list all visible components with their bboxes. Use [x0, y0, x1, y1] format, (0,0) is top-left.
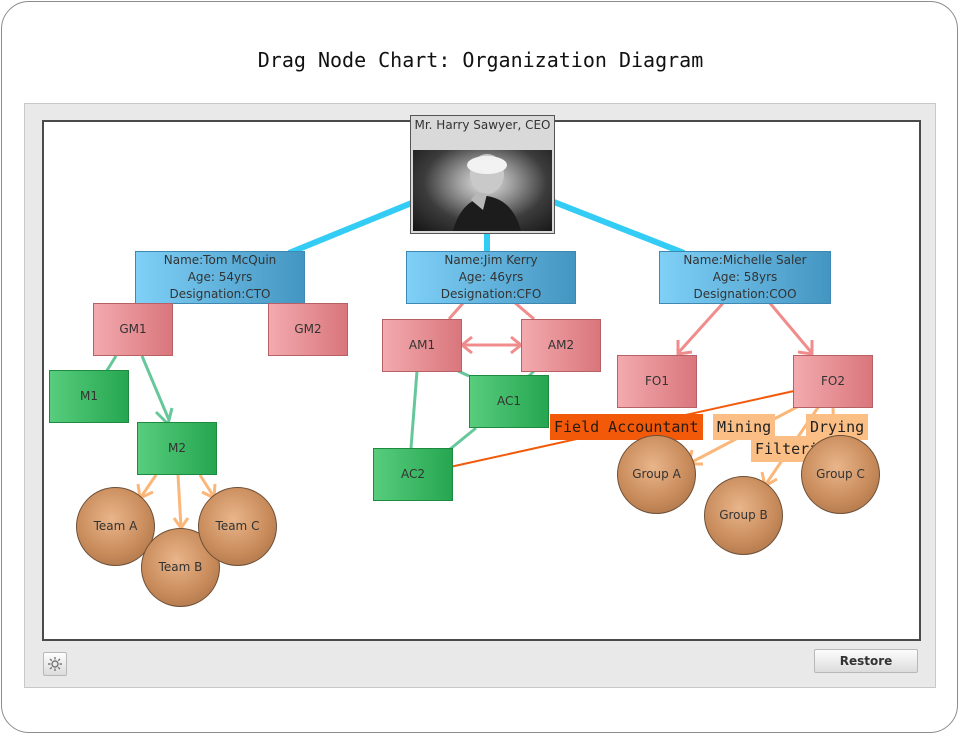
node-gm2[interactable]: GM2	[268, 303, 348, 356]
arrow-fo1	[676, 340, 693, 356]
exec-age: Age: 46yrs	[458, 270, 524, 284]
exec-age: Age: 58yrs	[712, 270, 778, 284]
link-cfo-am1	[447, 301, 466, 320]
link-m2-team-c	[198, 474, 216, 498]
arrow-fo2	[797, 340, 814, 356]
exec-name: Name:Michelle Saler	[683, 253, 807, 267]
node-m2[interactable]: M2	[137, 422, 217, 475]
node-m1[interactable]: M1	[49, 370, 129, 423]
ceo-node[interactable]: Mr. Harry Sawyer, CEO	[410, 115, 555, 234]
link-gm1-m2	[140, 355, 171, 421]
restore-button[interactable]: Restore	[814, 649, 918, 673]
node-group-b[interactable]: Group B	[704, 476, 783, 555]
link-cfo-am2	[513, 300, 535, 321]
diagram-canvas: Mr. Harry Sawyer, CEO Name:Tom McQuin Ag…	[42, 115, 921, 641]
team-c-label: Team C	[215, 519, 260, 533]
link-m2-team-b	[176, 474, 183, 528]
node-am1[interactable]: AM1	[382, 319, 462, 372]
link-ceo-cto	[287, 199, 416, 256]
node-fo1[interactable]: FO1	[617, 355, 697, 408]
node-ac1[interactable]: AC1	[469, 375, 549, 428]
portrait-image	[453, 154, 521, 231]
node-am2[interactable]: AM2	[521, 319, 601, 372]
link-gm1-m1	[104, 355, 118, 373]
node-gm1[interactable]: GM1	[93, 303, 173, 356]
node-group-a[interactable]: Group A	[617, 435, 696, 514]
arrow-am1-end	[459, 335, 473, 355]
exec-designation: Designation:CTO	[169, 287, 271, 301]
link-m2-team-a	[139, 474, 158, 498]
ceo-label: Mr. Harry Sawyer, CEO	[414, 118, 551, 132]
node-team-c[interactable]: Team C	[198, 487, 277, 566]
node-team-a[interactable]: Team A	[76, 487, 155, 566]
exec-node-cfo[interactable]: Name:Jim Kerry Age: 46yrs Designation:CF…	[406, 251, 576, 304]
link-am1-ac2	[409, 370, 419, 449]
link-label-mining: Mining	[713, 414, 776, 440]
exec-designation: Designation:CFO	[440, 287, 542, 301]
exec-name: Name:Tom McQuin	[163, 253, 277, 267]
chart-title: Drag Node Chart: Organization Diagram	[257, 48, 704, 72]
link-coo-fo1	[677, 300, 726, 354]
node-ac2[interactable]: AC2	[373, 448, 453, 501]
exec-age: Age: 54yrs	[187, 270, 253, 284]
link-ceo-coo	[552, 199, 686, 256]
exec-name: Name:Jim Kerry	[444, 253, 538, 267]
exec-designation: Designation:COO	[693, 287, 797, 301]
link-coo-fo2	[767, 301, 813, 353]
link-label-drying: Drying	[806, 414, 869, 440]
exec-node-cto[interactable]: Name:Tom McQuin Age: 54yrs Designation:C…	[135, 251, 305, 304]
node-fo2[interactable]: FO2	[793, 355, 873, 408]
link-ac1-ac2	[448, 426, 477, 452]
settings-button[interactable]	[43, 652, 67, 676]
exec-node-coo[interactable]: Name:Michelle Saler Age: 58yrs Designati…	[659, 251, 831, 304]
chart-panel: Mr. Harry Sawyer, CEO Name:Tom McQuin Ag…	[24, 103, 936, 688]
link-label-field-accountant: Field Accountant	[550, 414, 703, 440]
node-group-c[interactable]: Group C	[801, 435, 880, 514]
gear-icon	[48, 657, 62, 671]
ceo-photo	[413, 150, 552, 231]
